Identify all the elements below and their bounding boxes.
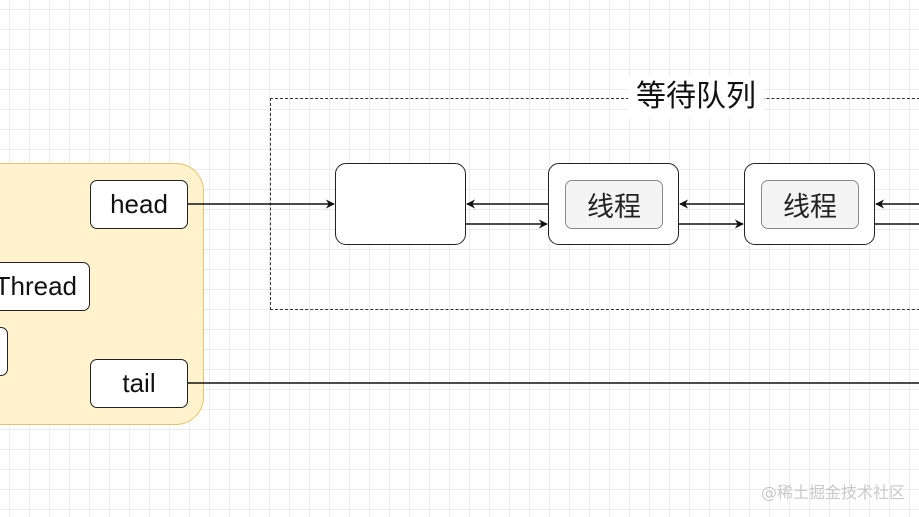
- head-field: head: [90, 180, 188, 229]
- watermark: @稀土掘金技术社区: [760, 483, 905, 502]
- thread-node-label: 线程: [761, 180, 859, 229]
- head-label: head: [110, 189, 168, 219]
- wait-queue-title: 等待队列: [628, 76, 764, 118]
- queue-head-node: [335, 163, 466, 245]
- thread-field: Thread: [0, 262, 90, 311]
- thread-label: Thread: [0, 271, 77, 301]
- queue-node: 线程: [744, 163, 875, 245]
- queue-node: 线程: [548, 163, 679, 245]
- thread-node-label: 线程: [565, 180, 663, 229]
- tail-label: tail: [122, 368, 156, 398]
- partial-field: [0, 327, 8, 376]
- tail-field: tail: [90, 359, 188, 408]
